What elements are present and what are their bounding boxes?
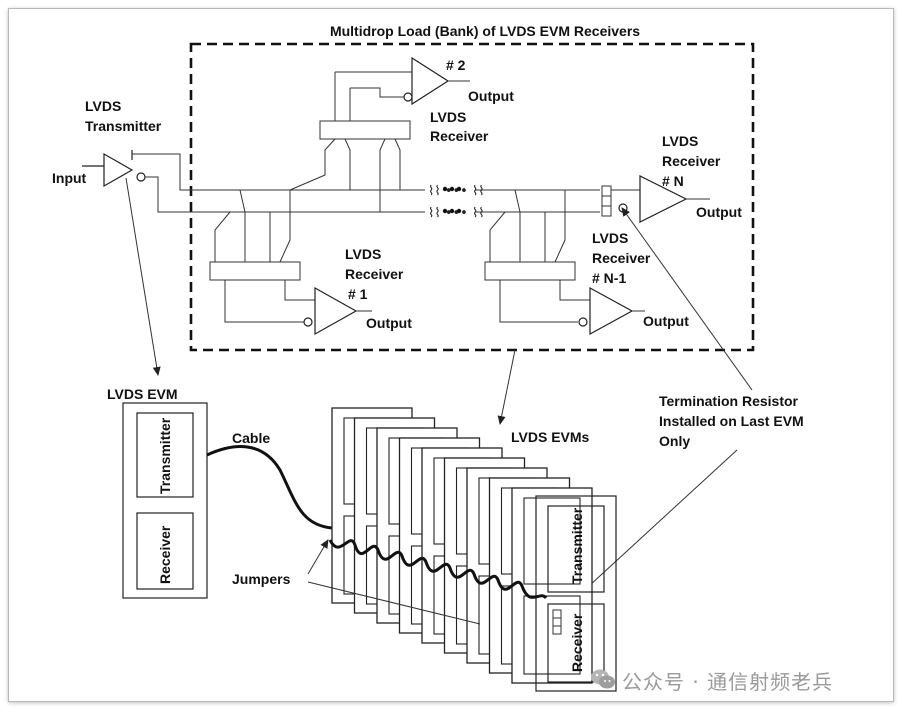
lvds-receiver-2: # 2 Output LVDS Receiver <box>289 56 514 212</box>
receiverN1-label-line2: Receiver <box>592 250 651 266</box>
lvds-evm-stack <box>331 407 593 684</box>
differential-bus: ⌇⌇ ••• ⌇⌇ ⌇⌇ ••• ⌇⌇ <box>132 153 600 221</box>
receiver2-number: # 2 <box>446 57 466 73</box>
receiver1-number: # 1 <box>348 286 368 302</box>
receiverN-output: Output <box>696 204 742 220</box>
multidrop-dashed-box <box>189 42 755 352</box>
wechat-icon <box>591 669 615 689</box>
receiverN1-output: Output <box>643 313 689 329</box>
last-evm-transmitter-label: Transmitter <box>569 507 585 584</box>
evm-card <box>511 487 593 684</box>
receiverN-number: # N <box>662 173 684 189</box>
multidrop-title: Multidrop Load (Bank) of LVDS EVM Receiv… <box>330 23 640 39</box>
receiver2-label-line2: Receiver <box>430 128 489 144</box>
receiverN-label-line2: Receiver <box>662 153 721 169</box>
lvds-evm-single: LVDS EVM Transmitter Receiver <box>107 386 208 599</box>
lvds-receiver-1: LVDS Receiver # 1 Output <box>209 189 412 336</box>
jumpers-wave <box>328 539 548 600</box>
arrow-termination-bottom <box>564 449 738 609</box>
termination-label-line2: Installed on Last EVM <box>659 413 804 429</box>
svg-text:⌇⌇ ••• ⌇⌇: ⌇⌇ ••• ⌇⌇ <box>428 206 485 221</box>
cable <box>206 445 333 530</box>
lvds-receiver-n-minus-1: LVDS Receiver # N-1 Output <box>484 189 689 336</box>
termination-label-line1: Termination Resistor <box>659 393 799 409</box>
receiverN1-label-line1: LVDS <box>592 230 628 246</box>
transmitter-label-line2: Transmitter <box>85 118 162 134</box>
receiver2-label-line1: LVDS <box>430 109 466 125</box>
lvds-receiver-n: LVDS Receiver # N Output <box>601 133 742 223</box>
input-label: Input <box>52 170 87 186</box>
evm-receiver-label: Receiver <box>157 525 173 584</box>
receiver2-output: Output <box>468 88 514 104</box>
evm-transmitter-label: Transmitter <box>157 417 173 494</box>
arrow-to-evm <box>125 177 161 376</box>
evms-label: LVDS EVMs <box>511 429 590 445</box>
watermark-text: 公众号 · 通信射频老兵 <box>622 670 834 694</box>
jumpers-label: Jumpers <box>232 571 291 587</box>
arrow-termination-top <box>621 207 753 391</box>
receiver1-label-line1: LVDS <box>345 246 381 262</box>
receiverN-label-line1: LVDS <box>662 133 698 149</box>
evm-label: LVDS EVM <box>107 386 178 402</box>
jumpers-pointer-1 <box>307 539 329 575</box>
receiver1-label-line2: Receiver <box>345 266 404 282</box>
last-lvds-evm: Transmitter Receiver <box>535 495 617 692</box>
arrow-to-evms <box>497 349 516 425</box>
last-evm-receiver-label: Receiver <box>569 613 585 672</box>
lvds-transmitter: LVDS Transmitter Input <box>52 98 162 188</box>
jumpers-pointer-2 <box>307 581 481 625</box>
termination-label-line3: Only <box>659 433 690 449</box>
transmitter-label-line1: LVDS <box>85 98 121 114</box>
cable-label: Cable <box>232 430 270 446</box>
receiverN1-number: # N-1 <box>592 270 626 286</box>
receiver1-output: Output <box>366 315 412 331</box>
svg-text:⌇⌇ ••• ⌇⌇: ⌇⌇ ••• ⌇⌇ <box>428 184 485 199</box>
